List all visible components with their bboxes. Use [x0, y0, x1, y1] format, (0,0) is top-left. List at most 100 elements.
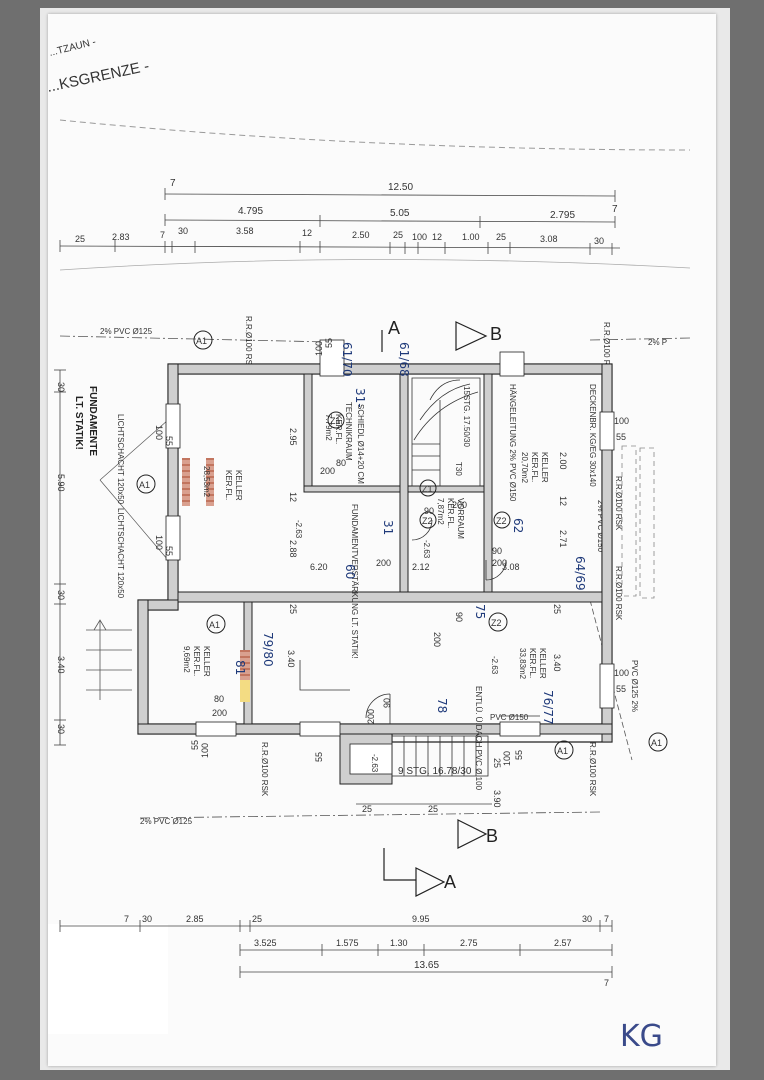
pipe-top-right — [589, 337, 691, 341]
svg-text:75: 75 — [473, 604, 487, 619]
svg-text:55: 55 — [616, 684, 626, 694]
svg-text:200: 200 — [452, 500, 467, 510]
pipe-right-side-label: PVC Ø125 2% — [630, 660, 639, 712]
svg-text:3.40: 3.40 — [552, 654, 562, 672]
room-5-level: -2.63 — [490, 656, 499, 675]
pvc-inner-label: PVC Ø150 — [490, 713, 529, 722]
room-keller-3: KELLER KER.FL. 9,69m2 — [182, 646, 211, 677]
dim-top-row3-2: 7 — [160, 230, 165, 240]
room-1-name: TECHNIKRAUM — [344, 402, 353, 461]
room-vorraum: VORRAUM KER.FL. 7,87m2 -2.63 — [422, 498, 465, 559]
svg-text:78: 78 — [435, 698, 449, 713]
svg-text:31: 31 — [381, 520, 395, 535]
dim-top-row2-2: 2.795 — [550, 210, 575, 221]
brick-wall-1 — [182, 458, 190, 506]
section-a-bottom-line — [383, 848, 416, 881]
room-2-name: VORRAUM — [456, 498, 465, 539]
dim-top-row3-1: 2.83 — [112, 232, 130, 242]
svg-text:200: 200 — [212, 708, 227, 718]
dim-bottom-edge: 7 — [604, 978, 609, 988]
tag-5: Z2 — [496, 516, 507, 526]
dim-top-row3-4: 3.58 — [236, 226, 254, 236]
rr-bottom-1: R.R.Ø100 RSK — [260, 742, 269, 797]
dim-top-row3-10: 1.00 — [462, 232, 480, 242]
svg-text:25: 25 — [288, 604, 298, 614]
external-stairs — [365, 519, 507, 777]
dim-top-row2-0: 4.795 — [238, 206, 263, 217]
fundament-verstaerkung: FUNDAMENTVERSTÄRKUNG LT. STATIK! — [350, 504, 359, 659]
pipe-right-slope-label: 2% PVC Ø150 — [596, 500, 605, 553]
tag-8: A1 — [557, 746, 568, 756]
dim-bottom-r2-2: 1.30 — [390, 938, 408, 948]
left-dimensions — [54, 369, 66, 746]
svg-text:100: 100 — [154, 425, 164, 440]
dim-top-row3-9: 12 — [432, 232, 442, 242]
svg-text:200: 200 — [366, 709, 376, 724]
room-0-floor: KER.FL. — [224, 470, 233, 500]
svg-text:60: 60 — [343, 564, 357, 579]
cover-patch — [48, 924, 168, 1034]
plot-border-line — [59, 119, 691, 151]
brick-wall-3 — [240, 650, 250, 680]
handwritten-notes: 61/70 61/68 31- 31 60 62 64/69 75 79/80 … — [233, 342, 587, 725]
svg-text:62: 62 — [511, 518, 525, 533]
svg-text:100: 100 — [154, 535, 164, 550]
svg-text:80: 80 — [336, 458, 346, 468]
dim-top-row3-5: 12 — [302, 228, 312, 238]
dim-edge: 7 — [170, 178, 176, 189]
lichtschacht-1: LICHTSCHACHT 120x50 — [116, 414, 125, 505]
plot-border-label: ...KSGRENZE - — [45, 58, 150, 96]
tag-6: Z2 — [491, 618, 502, 628]
corner-handwritten-label: KG — [620, 1019, 663, 1054]
room-4-floor: KER.FL. — [192, 646, 201, 676]
svg-text:90: 90 — [492, 546, 502, 556]
svg-text:25: 25 — [362, 804, 372, 814]
lichtschacht-2: LICHTSCHACHT 120x50 — [116, 508, 125, 599]
svg-text:2.00: 2.00 — [558, 452, 568, 470]
tag-0: A1 — [196, 336, 207, 346]
svg-text:2.12: 2.12 — [412, 562, 430, 572]
top-dimensions — [59, 188, 621, 255]
section-marker-a-top — [381, 321, 488, 352]
svg-text:79/80: 79/80 — [261, 632, 275, 667]
room-keller-1: KELLER KER.FL. 28,53m2 — [202, 466, 243, 501]
svg-text:25: 25 — [492, 758, 502, 768]
room-2-floor: KER.FL. — [446, 498, 455, 528]
dim-bottom-r1-6: 7 — [604, 914, 609, 924]
section-b-top-label: B — [490, 324, 502, 344]
svg-text:64/69: 64/69 — [573, 556, 587, 591]
svg-text:61/68: 61/68 — [397, 342, 411, 377]
svg-text:25: 25 — [428, 804, 438, 814]
rsk-level: -2.63 — [370, 754, 379, 773]
room-0-area: 28,53m2 — [202, 466, 211, 498]
svg-text:12: 12 — [288, 492, 298, 502]
svg-text:3.40: 3.40 — [286, 650, 296, 668]
room-5-area: 33,83m2 — [518, 648, 527, 680]
entluftung-label: ENTLÜ. Ü.DACH PVC Ø 100 — [474, 686, 483, 791]
svg-text:61/70: 61/70 — [340, 342, 354, 377]
dim-bottom-overall: 13.65 — [414, 960, 439, 971]
svg-text:100: 100 — [314, 341, 324, 356]
schiedl-note: SCHIEDL Ø14+20 CM — [356, 404, 365, 484]
dim-left-2: 30 — [56, 590, 66, 600]
pipe-top-right-label: 2% P — [648, 338, 667, 347]
room-3-area: 20,70m2 — [520, 452, 529, 484]
t30-label: T30 — [454, 462, 463, 476]
svg-text:90: 90 — [382, 698, 392, 708]
dim-top-row3-3: 30 — [178, 226, 188, 236]
stairs-main-label: 15STG. 17.50/30 — [462, 386, 471, 447]
dim-top-row3-7: 25 — [393, 230, 403, 240]
svg-text:76/77: 76/77 — [541, 690, 555, 725]
deckenbr-label: DECKENBR. KG/EG 30x140 — [588, 384, 597, 487]
room-5-name: KELLER — [538, 648, 547, 679]
pipe-bottom-label: 2% PVC Ø125 — [140, 817, 193, 826]
dim-edge-right: 7 — [612, 204, 618, 215]
dim-top-row3-6: 2.50 — [352, 230, 370, 240]
room-4-area: 9,69m2 — [182, 646, 191, 673]
svg-text:55: 55 — [164, 436, 174, 446]
room-1-floor: KER.FL. — [334, 414, 343, 444]
foundation-leader-2 — [99, 479, 169, 561]
pipe-bottom — [139, 811, 601, 819]
svg-text:55: 55 — [164, 546, 174, 556]
pipe-top-left-label: 2% PVC Ø125 — [100, 327, 153, 336]
